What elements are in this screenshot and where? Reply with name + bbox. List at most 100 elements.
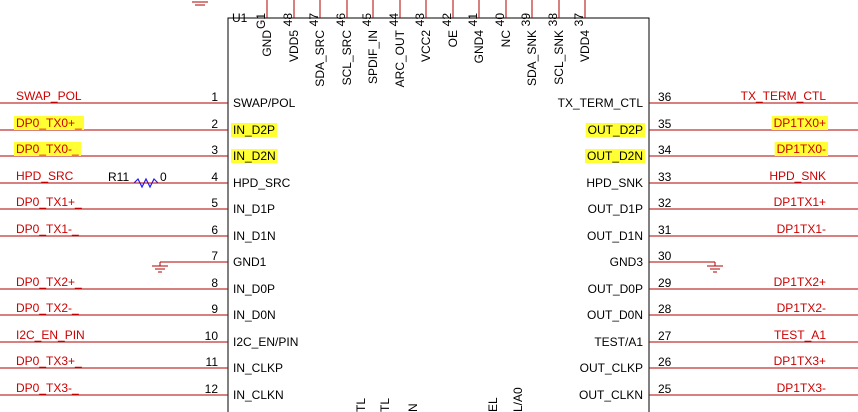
pin-number: 39 (519, 13, 533, 27)
net-highlight (771, 116, 828, 130)
net-highlight (14, 142, 82, 156)
pin-number: 11 (206, 355, 219, 369)
bottom-pin-fragment: TL (354, 398, 368, 412)
pin-number: G1 (254, 13, 268, 29)
pin-number: 27 (658, 329, 672, 343)
pin-number: 5 (211, 196, 218, 210)
pin-number: 8 (211, 276, 218, 290)
net-highlight (231, 123, 278, 137)
bottom-pin-fragment: TL (378, 398, 392, 412)
pin-number: 1 (211, 90, 218, 104)
chip-body (227, 17, 650, 412)
pin-number: 44 (387, 13, 401, 27)
pin-name: GND3 (610, 255, 644, 269)
pin-name: IN_CLKP (233, 361, 283, 375)
pin-number: 36 (658, 90, 672, 104)
net-highlight (585, 123, 645, 137)
pin-name: IN_D1P (233, 202, 275, 216)
pin-number: 45 (360, 13, 374, 27)
pin-number: 26 (658, 355, 672, 369)
pin-name: VCC2 (419, 30, 433, 62)
pin-name: TX_TERM_CTL (558, 96, 644, 110)
right-pin-26: 26 OUT_CLKP DP1TX3+ (580, 354, 858, 375)
pin-number: 6 (211, 223, 218, 237)
net-label: HPD_SNK (769, 169, 826, 183)
net-label: DP0_TX3-_ (16, 381, 79, 395)
pin-number: 47 (307, 13, 321, 27)
pin-name: OUT_D2P (588, 123, 643, 137)
net-label: TEST_A1 (774, 328, 826, 342)
pin-number: 7 (211, 249, 218, 263)
pin-name: ARC_OUT (393, 29, 407, 87)
pin-name: TEST/A1 (594, 335, 643, 349)
pin-number: 48 (281, 13, 295, 27)
pin-name: OUT_D2N (587, 149, 643, 163)
pin-name: SCL_SNK (552, 30, 566, 85)
ground-icon (707, 262, 723, 273)
pin-number: 37 (572, 13, 586, 27)
pin-number: 40 (493, 13, 507, 27)
pin-name: OUT_D0P (588, 282, 643, 296)
resistor-zigzag (133, 177, 159, 189)
net-label: DP1TX3+ (774, 354, 826, 368)
pin-name: OUT_CLKP (580, 361, 643, 375)
pin-name: OE (446, 30, 460, 47)
net-label: DP1TX1- (777, 222, 826, 236)
net-label: DP1TX1+ (774, 195, 826, 209)
pin-number: 9 (211, 302, 218, 316)
resistor-r11: R11 0 (108, 170, 167, 189)
left-pin-2: 2 IN_D2P DP0_TX0+_ (0, 116, 278, 137)
ground-icon (152, 262, 168, 273)
net-label: HPD_SRC (16, 169, 74, 183)
pin-number: 25 (658, 382, 672, 396)
net-label: DP0_TX0-_ (16, 142, 79, 156)
pin-name: IN_D2P (233, 123, 275, 137)
net-highlight (584, 149, 645, 163)
pin-name: NC (499, 30, 513, 48)
pin-name: OUT_D0N (587, 308, 643, 322)
pin-name: VDD5 (287, 30, 301, 62)
pin-number: 28 (658, 302, 672, 316)
net-label: DP0_TX2+_ (16, 275, 82, 289)
net-label: SWAP_POL (16, 89, 82, 103)
pin-name: GND1 (233, 255, 267, 269)
right-pin-27: 27 TEST/A1 TEST_A1 (594, 328, 858, 349)
bottom-pin-fragment: N (406, 403, 420, 412)
pin-name: IN_D2N (233, 149, 276, 163)
pin-number: 46 (334, 13, 348, 27)
pin-number: 2 (211, 117, 218, 131)
pin-name: IN_D1N (233, 229, 276, 243)
pin-number: 38 (546, 13, 560, 27)
net-label: DP0_TX0+_ (16, 116, 82, 130)
pin-number: 10 (205, 329, 219, 343)
pin-name: HPD_SRC (233, 176, 291, 190)
pin-name: VDD4 (578, 30, 592, 62)
pin-number: 33 (658, 170, 672, 184)
pin-number: 41 (466, 13, 480, 27)
pin-name: SDA_SNK (525, 30, 539, 86)
pin-number: 32 (658, 196, 672, 210)
pin-name: IN_CLKN (233, 388, 284, 402)
pin-number: 12 (205, 382, 219, 396)
